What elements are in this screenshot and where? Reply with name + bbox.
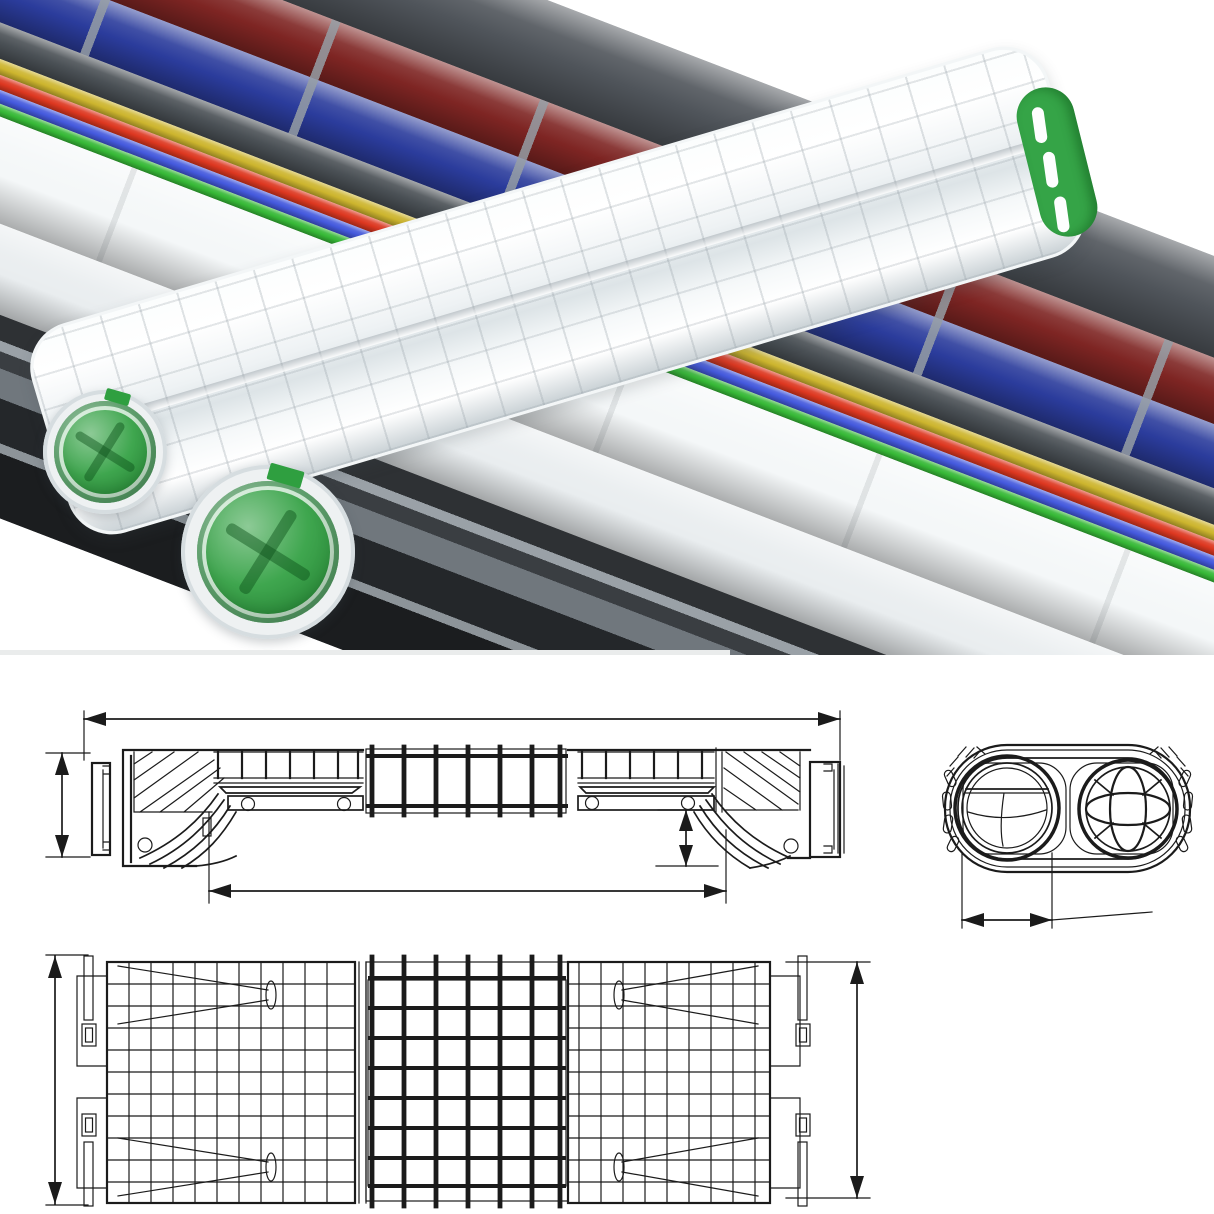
- end-view: [941, 743, 1194, 929]
- green-port-cap: [54, 401, 156, 503]
- green-port-cap: [196, 480, 340, 624]
- photo-bottom-edge: [0, 650, 730, 655]
- dimension-drawing: B W A Y Z X Ø: [0, 655, 1214, 1214]
- product-photo: [0, 0, 1214, 655]
- green-port-large: [181, 462, 355, 639]
- green-port-small: [43, 388, 167, 514]
- plan-view: [45, 954, 871, 1209]
- side-view: [45, 710, 845, 904]
- drawing-linework: [45, 710, 1194, 1209]
